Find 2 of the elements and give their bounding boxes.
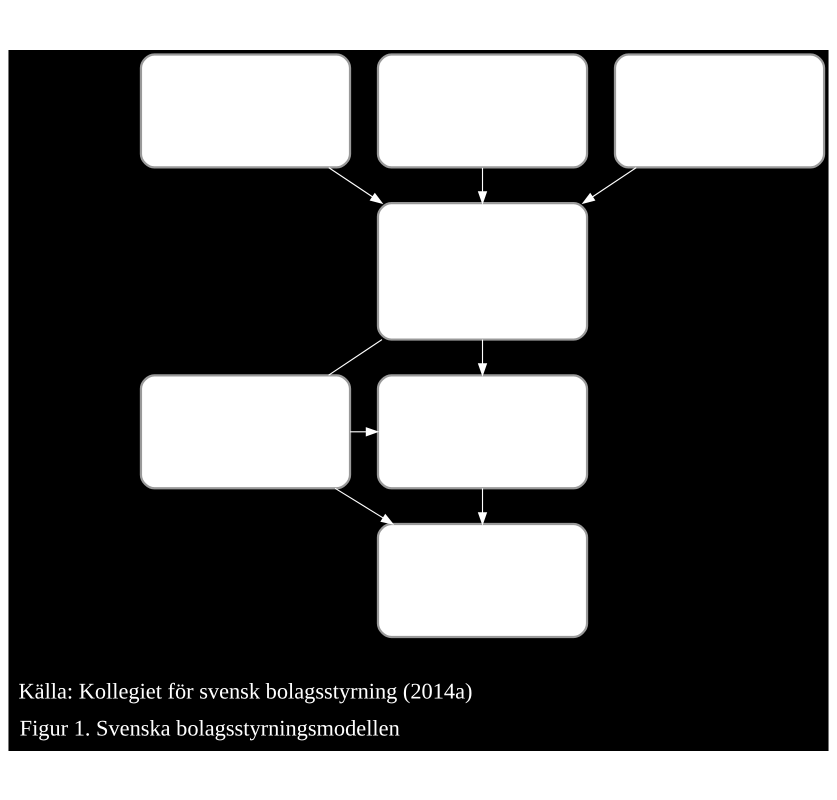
caption: Figur 1. Svenska bolagsstyrningsmodellen [20,714,400,740]
label: Källa: Kollegiet för svensk bolagsstyrning (2014a) [18,678,472,703]
